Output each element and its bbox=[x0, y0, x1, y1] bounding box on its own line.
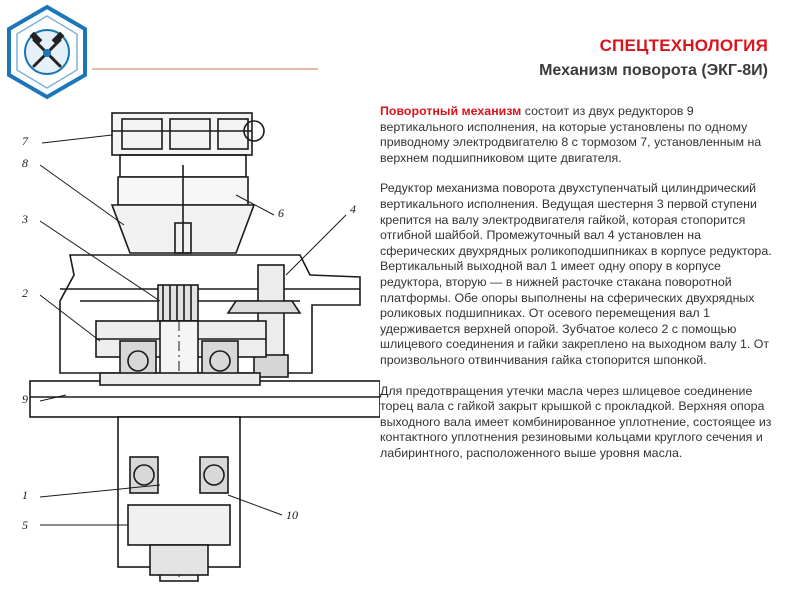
callout-6: 6 bbox=[278, 206, 284, 220]
callout-1: 1 bbox=[22, 488, 28, 502]
description-text: Поворотный механизм состоит из двух реду… bbox=[380, 104, 778, 476]
callout-9: 9 bbox=[22, 392, 28, 406]
paragraph-2: Редуктор механизма поворота двухступенча… bbox=[380, 181, 772, 367]
paragraph-3: Для предотвращения утечки масла через шл… bbox=[380, 383, 772, 460]
page-title: Механизм поворота (ЭКГ-8И) bbox=[539, 62, 768, 79]
callout-8: 8 bbox=[22, 156, 28, 170]
callout-5: 5 bbox=[22, 518, 28, 532]
callout-7: 7 bbox=[22, 134, 29, 148]
paragraph-1-text: состоит из двух редукторов 9 вертикально… bbox=[380, 104, 762, 165]
callout-10: 10 bbox=[286, 508, 298, 522]
mechanism-drawing: 7 8 3 2 9 1 5 6 4 10 bbox=[21, 112, 380, 582]
header-title: СПЕЦТЕХНОЛОГИЯ bbox=[599, 36, 768, 55]
institution-logo bbox=[7, 4, 87, 100]
paragraph-lead: Поворотный механизм bbox=[380, 104, 522, 118]
callout-2: 2 bbox=[22, 286, 28, 300]
header-divider bbox=[92, 68, 318, 70]
callout-4: 4 bbox=[350, 202, 356, 216]
callout-3: 3 bbox=[21, 212, 28, 226]
paragraph-1: Поворотный механизм состоит из двух реду… bbox=[380, 104, 778, 166]
